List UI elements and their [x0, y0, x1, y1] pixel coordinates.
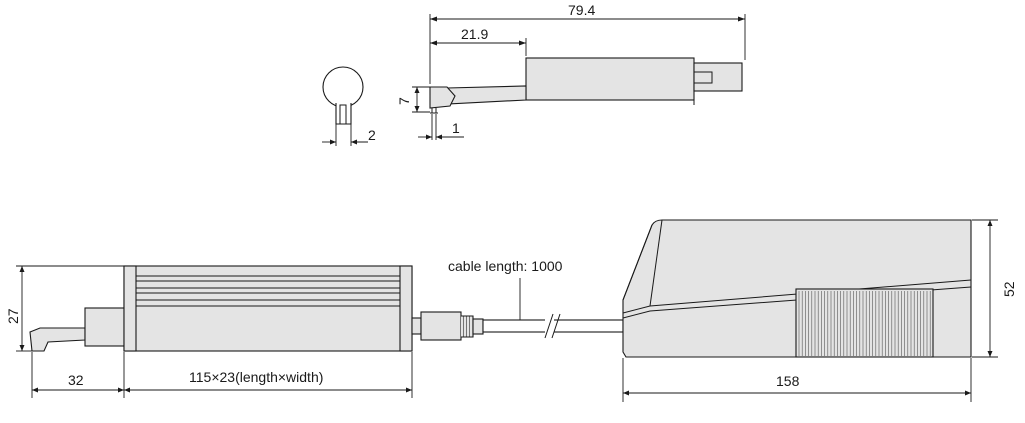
probe-extension-label: 32 — [68, 372, 84, 388]
drive-height-label: 27 — [5, 308, 21, 324]
unit-height-label: 52 — [1001, 281, 1017, 297]
tip-height-label: 7 — [396, 97, 412, 105]
tip-offset-label: 1 — [452, 120, 460, 136]
probe-side-view — [412, 14, 746, 140]
probe-length-label: 21.9 — [461, 26, 488, 42]
probe-tip-section — [322, 66, 368, 146]
drive-unit — [16, 265, 484, 398]
unit-length-label: 158 — [776, 373, 800, 389]
cable — [482, 278, 624, 339]
display-unit — [622, 219, 998, 402]
cable-length-label: cable length: 1000 — [448, 258, 563, 274]
drive-size-label: 115×23(length×width) — [189, 369, 323, 385]
grip-ribs — [798, 291, 931, 356]
overall-length-label: 79.4 — [568, 2, 595, 18]
tip-width-label: 2 — [368, 127, 376, 143]
